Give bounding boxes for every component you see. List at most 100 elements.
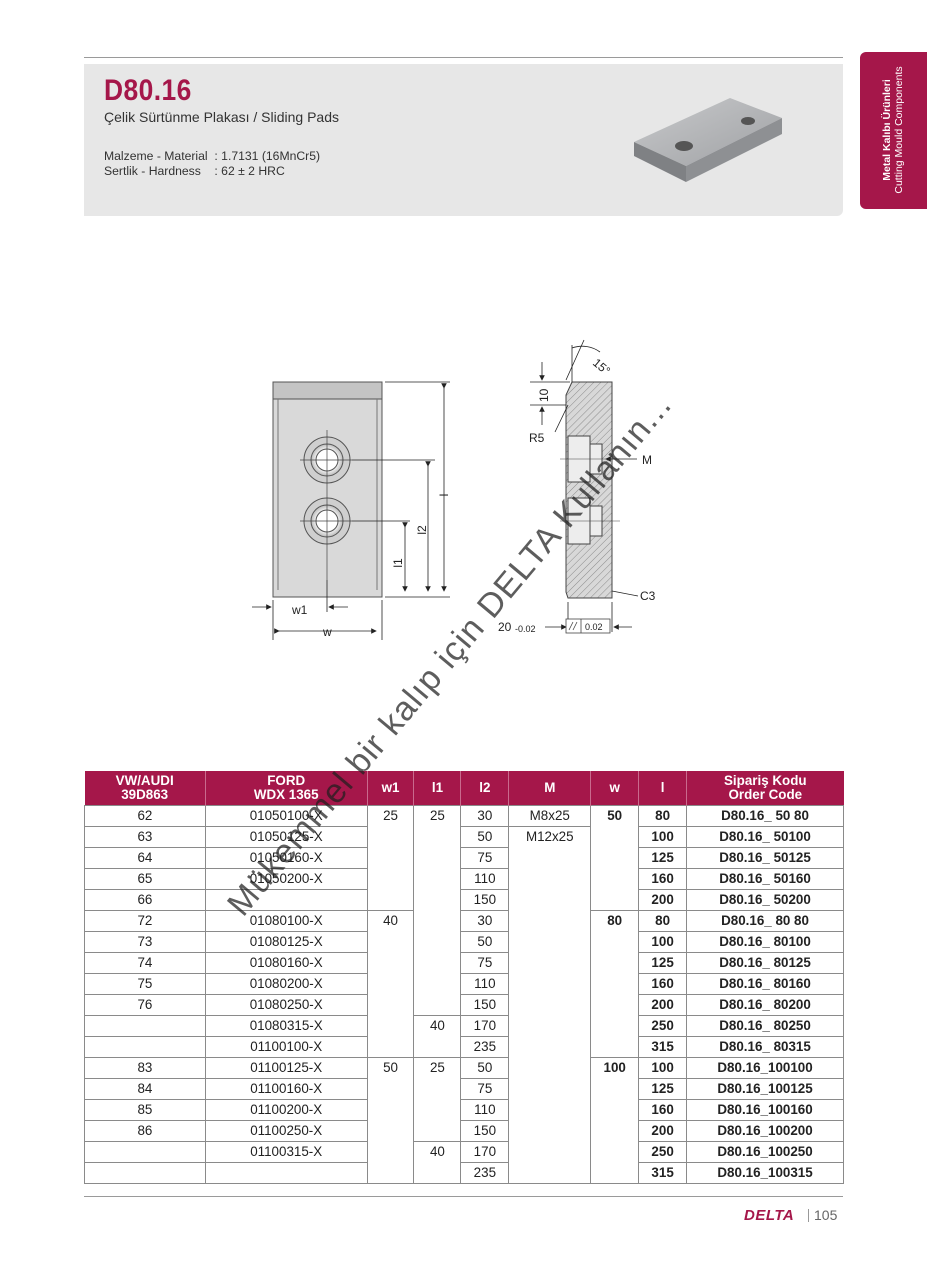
ford-cell: 01100160-X bbox=[204, 1078, 368, 1100]
l2-cell: 50 bbox=[460, 1057, 510, 1079]
l-cell: 200 bbox=[638, 994, 688, 1016]
radius-label: R5 bbox=[529, 431, 545, 445]
l2-cell: 235 bbox=[460, 1162, 510, 1184]
parallelism-frame: 0.02 bbox=[565, 618, 611, 634]
ford-cell: 01080250-X bbox=[204, 994, 368, 1016]
vw-cell bbox=[84, 1015, 206, 1037]
angle-label: 15° bbox=[590, 356, 613, 379]
dim-10-label: 10 bbox=[537, 388, 551, 402]
w1-cell: 25 bbox=[366, 805, 415, 911]
header-w: w bbox=[590, 771, 639, 806]
order-code-cell: D80.16_ 80250 bbox=[686, 1015, 844, 1037]
vw-cell: 72 bbox=[84, 910, 206, 932]
thickness-label: 20 bbox=[498, 620, 512, 634]
l-cell: 80 bbox=[638, 910, 688, 932]
vw-cell: 86 bbox=[84, 1120, 206, 1142]
thickness-tolerance: -0.02 bbox=[515, 624, 536, 634]
ford-cell: 01100200-X bbox=[204, 1099, 368, 1121]
vw-cell: 62 bbox=[84, 805, 206, 827]
order-code-cell: D80.16_ 50200 bbox=[686, 889, 844, 911]
material-spec: Malzeme - Material : 1.7131 (16MnCr5) bbox=[104, 149, 321, 163]
ford-cell: 01080200-X bbox=[204, 973, 368, 995]
l-cell: 160 bbox=[638, 1099, 688, 1121]
header-m: M bbox=[508, 771, 591, 806]
dim-l2-label: l2 bbox=[415, 525, 429, 535]
order-code-cell: D80.16_100250 bbox=[686, 1141, 844, 1163]
ford-cell: 01100125-X bbox=[204, 1057, 368, 1079]
vw-cell: 63 bbox=[84, 826, 206, 848]
section-tab bbox=[860, 52, 927, 209]
vw-cell bbox=[84, 1162, 206, 1184]
ford-cell: 01080100-X bbox=[204, 910, 368, 932]
top-rule bbox=[84, 57, 843, 58]
chamfer-label: C3 bbox=[640, 589, 656, 603]
l2-cell: 110 bbox=[460, 868, 510, 890]
brand-logo: DELTA bbox=[744, 1207, 795, 1224]
w1-cell: 50 bbox=[366, 1057, 415, 1184]
vw-cell bbox=[84, 1141, 206, 1163]
order-code-cell: D80.16_ 80315 bbox=[686, 1036, 844, 1058]
l2-cell: 110 bbox=[460, 1099, 510, 1121]
order-code-cell: D80.16_ 50125 bbox=[686, 847, 844, 869]
order-code-cell: D80.16_ 80160 bbox=[686, 973, 844, 995]
l2-cell: 50 bbox=[460, 931, 510, 953]
l1-cell: 25 bbox=[413, 1057, 462, 1142]
technical-drawing: l l2 l1 w1 w 15° 10 R5 M C3 20 -0.02 bbox=[252, 339, 656, 640]
vw-cell: 73 bbox=[84, 931, 206, 953]
hardness-spec: Sertlik - Hardness : 62 ± 2 HRC bbox=[104, 164, 285, 178]
header-l2: l2 bbox=[460, 771, 509, 806]
order-code-cell: D80.16_ 80 80 bbox=[686, 910, 844, 932]
l-cell: 125 bbox=[638, 847, 688, 869]
page-separator bbox=[808, 1209, 809, 1222]
l1-cell: 25 bbox=[413, 805, 462, 1016]
l-cell: 250 bbox=[638, 1141, 688, 1163]
product-photo bbox=[634, 98, 782, 182]
l2-cell: 30 bbox=[460, 805, 510, 827]
vw-cell: 74 bbox=[84, 952, 206, 974]
l2-cell: 150 bbox=[460, 1120, 510, 1142]
order-code-cell: D80.16_ 80125 bbox=[686, 952, 844, 974]
m-cell: M12x25 bbox=[508, 826, 592, 1184]
header-l: l bbox=[638, 771, 687, 806]
l-cell: 125 bbox=[638, 1078, 688, 1100]
l1-cell: 40 bbox=[413, 1141, 462, 1184]
product-code: D80.16 bbox=[104, 74, 192, 107]
order-code-cell: D80.16_ 80100 bbox=[686, 931, 844, 953]
vw-cell: 76 bbox=[84, 994, 206, 1016]
l2-cell: 170 bbox=[460, 1141, 510, 1163]
dimension-lines bbox=[252, 381, 450, 640]
l-cell: 100 bbox=[638, 1057, 688, 1079]
w1-cell: 40 bbox=[366, 910, 415, 1058]
vw-cell: 65 bbox=[84, 868, 206, 890]
thread-label: M bbox=[642, 453, 652, 467]
vw-cell: 66 bbox=[84, 889, 206, 911]
l2-cell: 150 bbox=[460, 889, 510, 911]
order-code-cell: D80.16_100160 bbox=[686, 1099, 844, 1121]
ford-cell: 01080160-X bbox=[204, 952, 368, 974]
w-cell: 100 bbox=[590, 1057, 640, 1184]
l-cell: 200 bbox=[638, 889, 688, 911]
l-cell: 160 bbox=[638, 973, 688, 995]
l-cell: 200 bbox=[638, 1120, 688, 1142]
section-view bbox=[560, 381, 620, 599]
l-cell: 100 bbox=[638, 931, 688, 953]
ford-cell bbox=[204, 1162, 368, 1184]
l-cell: 315 bbox=[638, 1162, 688, 1184]
l2-cell: 50 bbox=[460, 826, 510, 848]
